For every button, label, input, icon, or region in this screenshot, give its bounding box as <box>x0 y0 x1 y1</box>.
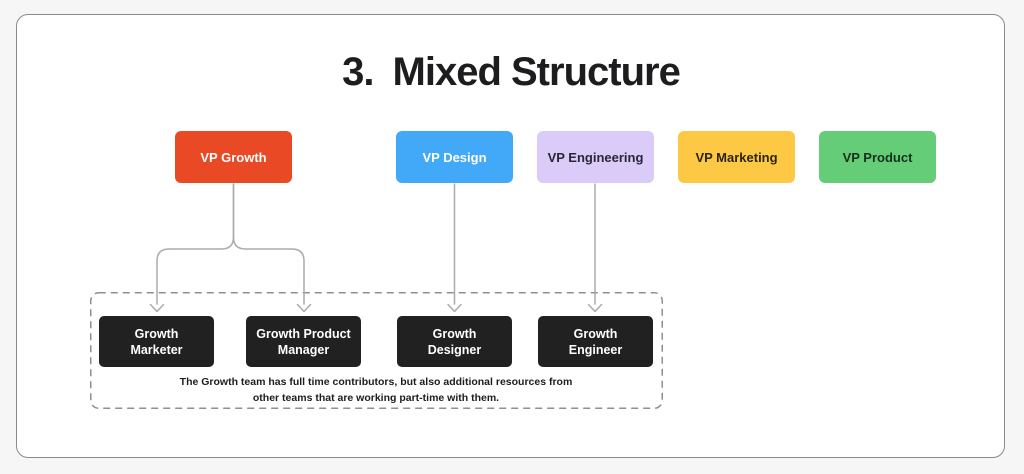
page-title: 3. Mixed Structure <box>16 50 1006 95</box>
growth-marketer-node[interactable]: Growth Marketer <box>99 316 214 367</box>
vp-growth-label: VP Growth <box>200 149 267 165</box>
vp-design-node[interactable]: VP Design <box>396 131 513 183</box>
vp-engineering-node[interactable]: VP Engineering <box>537 131 654 183</box>
title-text: Mixed Structure <box>392 50 681 94</box>
growth-designer-node[interactable]: Growth Designer <box>397 316 512 367</box>
vp-product-node[interactable]: VP Product <box>819 131 936 183</box>
title-number: 3. <box>342 50 374 94</box>
growth-marketer-label: Growth Marketer <box>130 326 183 357</box>
note-line-1: The Growth team has full time contributo… <box>179 376 573 388</box>
growth-designer-label: Growth Designer <box>427 326 482 357</box>
note-line-2: other teams that are working part-time w… <box>252 392 500 404</box>
growth-engineer-label: Growth Engineer <box>568 326 623 357</box>
growth-product-manager-label: Growth Product Manager <box>256 326 351 357</box>
vp-growth-node[interactable]: VP Growth <box>175 131 292 183</box>
growth-product-manager-node[interactable]: Growth Product Manager <box>246 316 361 367</box>
vp-marketing-node[interactable]: VP Marketing <box>678 131 795 183</box>
vp-product-label: VP Product <box>842 149 913 165</box>
vp-marketing-label: VP Marketing <box>695 149 778 165</box>
vp-engineering-label: VP Engineering <box>547 149 644 165</box>
growth-team-note: The Growth team has full time contributo… <box>90 374 662 406</box>
growth-engineer-node[interactable]: Growth Engineer <box>538 316 653 367</box>
vp-design-label: VP Design <box>422 149 487 165</box>
